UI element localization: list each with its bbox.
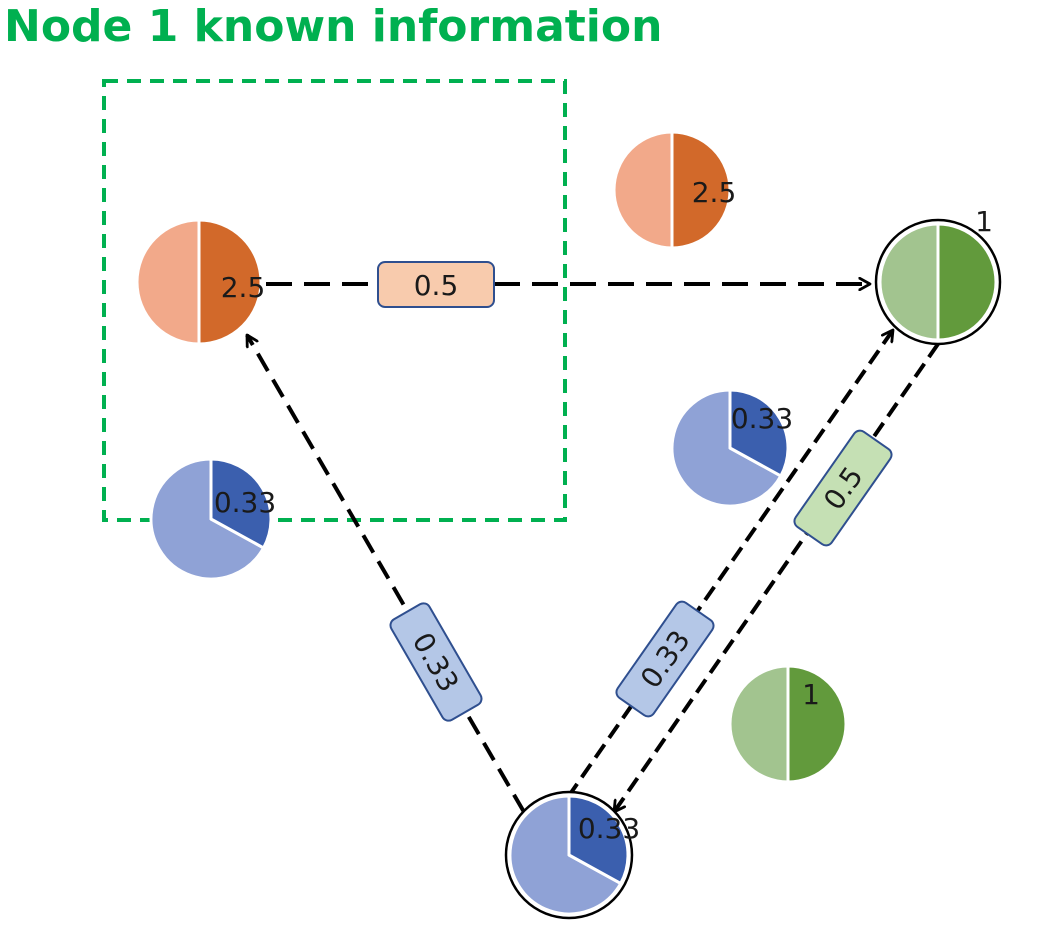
- node-orange: 2.5: [135, 218, 266, 346]
- pie-slice-dark: [197, 218, 263, 346]
- pie-value-label: 0.33: [214, 486, 276, 519]
- pie-slice-dark: [670, 130, 732, 250]
- node-blue: 0.33: [504, 790, 640, 920]
- edge-labels: 0.5 0.33 0.33 0.5: [377, 261, 893, 722]
- pie-value-label: 0.33: [578, 812, 640, 845]
- pie-green: 1: [728, 664, 848, 784]
- page-title: Node 1 known information: [4, 1, 663, 52]
- edge-weight-text: 0.5: [414, 269, 459, 302]
- edge-label-orange-green: 0.5: [377, 261, 495, 308]
- pie-value-label: 1: [802, 678, 820, 711]
- edge-label-blue-orange: 0.33: [389, 602, 483, 722]
- edge-blue-to-orange: [245, 335, 526, 814]
- pie-slice-dark: [936, 222, 998, 342]
- node-green: 1: [874, 205, 1002, 346]
- edges: [245, 284, 940, 814]
- pies: 2.5 1 0.33 2.5 0.33 0.33 1: [135, 130, 1002, 920]
- pie-slice-light: [878, 222, 940, 342]
- pie-slice-light: [135, 218, 201, 346]
- pie-slice-light: [508, 794, 623, 916]
- pie-slice-dark: [728, 388, 790, 478]
- pie-slice-light: [612, 130, 674, 250]
- pie-slice-dark: [786, 664, 848, 784]
- pie-slice-dark: [567, 794, 630, 885]
- edge-label-blue-green: 0.33: [615, 600, 715, 718]
- pie-blue-left: 0.33: [149, 457, 276, 581]
- pie-slice-light: [670, 388, 783, 508]
- node-1-highlight-box: [102, 79, 567, 522]
- pie-slice-light: [728, 664, 790, 784]
- pie-slice-light: [149, 457, 266, 581]
- pie-slice-dark: [209, 457, 273, 550]
- pie-orange: 2.5: [612, 130, 737, 250]
- edge-label-green-blue: 0.5: [793, 429, 893, 547]
- pie-value-label: 0.33: [731, 402, 793, 435]
- node-number-label: 1: [975, 205, 993, 238]
- pie-blue-right: 0.33: [670, 388, 793, 508]
- pie-value-label: 2.5: [221, 271, 266, 304]
- pie-value-label: 2.5: [692, 176, 737, 209]
